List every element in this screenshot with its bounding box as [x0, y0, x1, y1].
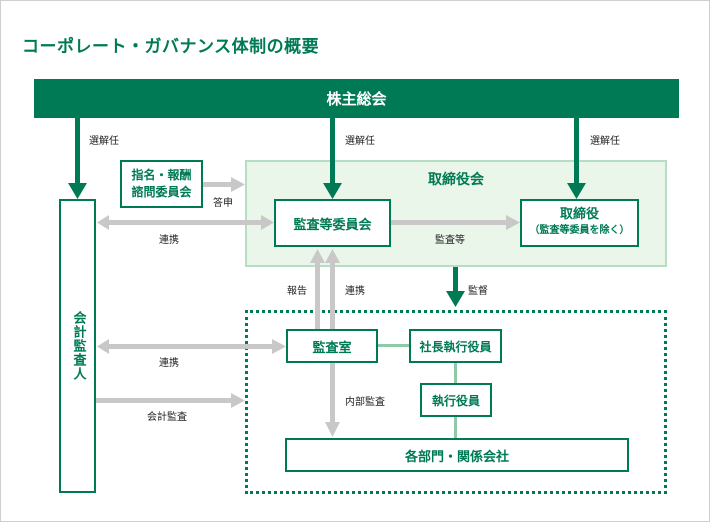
directors-box: 取締役 （監査等委員を除く） [520, 199, 639, 247]
elect-arrow-center [323, 118, 342, 199]
elect-arrow-left [68, 118, 87, 199]
execution-chain-lines [378, 344, 457, 438]
label-cooperation-mid: 連携 [345, 286, 365, 297]
executive-officers-box: 執行役員 [420, 383, 492, 417]
accounting-auditor-label: 会計監査人 [70, 311, 86, 381]
nomination-committee-box: 指名・報酬 諮問委員会 [120, 160, 203, 208]
label-accounting-audit: 会計監査 [147, 412, 187, 423]
label-report-response: 答申 [213, 198, 233, 209]
nomination-committee-line2: 諮問委員会 [131, 185, 192, 199]
label-elect-left: 選解任 [89, 136, 119, 147]
label-supervision: 監督 [468, 286, 488, 297]
label-internal-audit: 内部監査 [345, 397, 385, 408]
label-elect-right: 選解任 [590, 136, 620, 147]
board-of-directors-title: 取締役会 [428, 172, 484, 188]
label-cooperation-top: 連携 [159, 235, 179, 246]
accounting-auditor-box: 会計監査人 [59, 199, 96, 493]
shareholders-meeting-box: 株主総会 [34, 79, 679, 118]
elect-arrow-right [567, 118, 586, 199]
label-report: 報告 [287, 286, 307, 297]
execution-area [245, 310, 667, 494]
directors-note: （監査等委員を除く） [529, 225, 630, 236]
page-title: コーポレート・ガバナンス体制の概要 [22, 37, 320, 57]
label-audit-etc: 監査等 [435, 235, 465, 246]
label-cooperation-lower: 連携 [159, 358, 179, 369]
supervision-arrow [446, 267, 465, 307]
directors-label: 取締役 [559, 207, 599, 222]
departments-box: 各部門・関係会社 [285, 438, 629, 472]
audit-committee-box: 監査等委員会 [274, 199, 391, 247]
president-box: 社長執行役員 [409, 329, 502, 363]
gray-connectors [96, 177, 520, 437]
audit-office-box: 監査室 [286, 329, 378, 363]
label-elect-center: 選解任 [345, 136, 375, 147]
nomination-committee-line1: 指名・報酬 [131, 168, 192, 182]
